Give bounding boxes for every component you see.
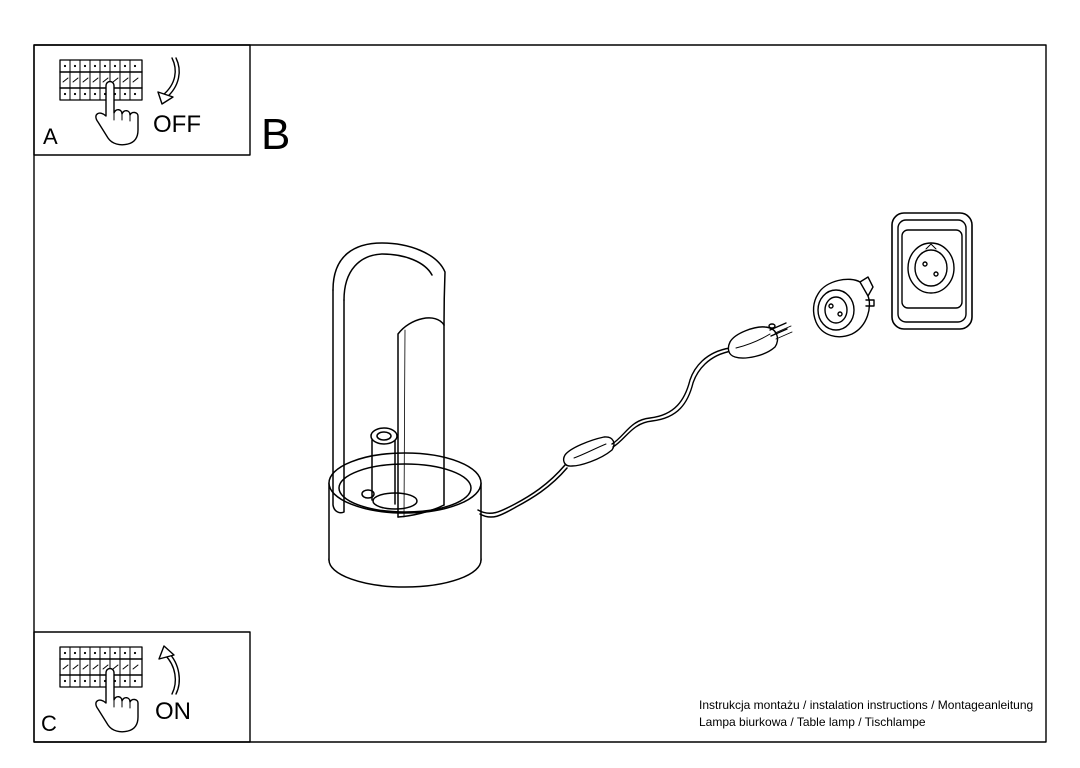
plug-adapter-drawing — [812, 276, 875, 338]
hand-pointer-icon — [95, 667, 139, 733]
off-label: OFF — [153, 111, 201, 138]
footer-line-1: Instrukcja montażu / instalation instruc… — [699, 698, 1034, 712]
on-label: ON — [155, 698, 191, 725]
step-a-box — [33, 44, 251, 156]
step-c-box — [33, 631, 251, 743]
step-c-label: C — [41, 711, 57, 736]
circuit-breaker-icon — [59, 646, 143, 688]
euro-plug-drawing — [727, 322, 793, 359]
outer-frame — [33, 44, 1047, 743]
curved-arrow-up-icon — [158, 645, 180, 695]
table-lamp-drawing — [328, 242, 568, 588]
hand-pointer-icon — [95, 80, 139, 146]
wall-socket-drawing — [891, 212, 973, 330]
footer-line-2: Lampa biurkowa / Table lamp / Tischlampe — [699, 715, 926, 729]
step-a-label: A — [43, 124, 58, 149]
step-c-icon — [59, 645, 180, 733]
inline-switch-drawing — [563, 347, 733, 467]
step-b-label: B — [261, 110, 291, 159]
step-a-icon — [59, 57, 180, 146]
curved-arrow-down-icon — [157, 57, 180, 105]
circuit-breaker-icon — [59, 59, 143, 101]
